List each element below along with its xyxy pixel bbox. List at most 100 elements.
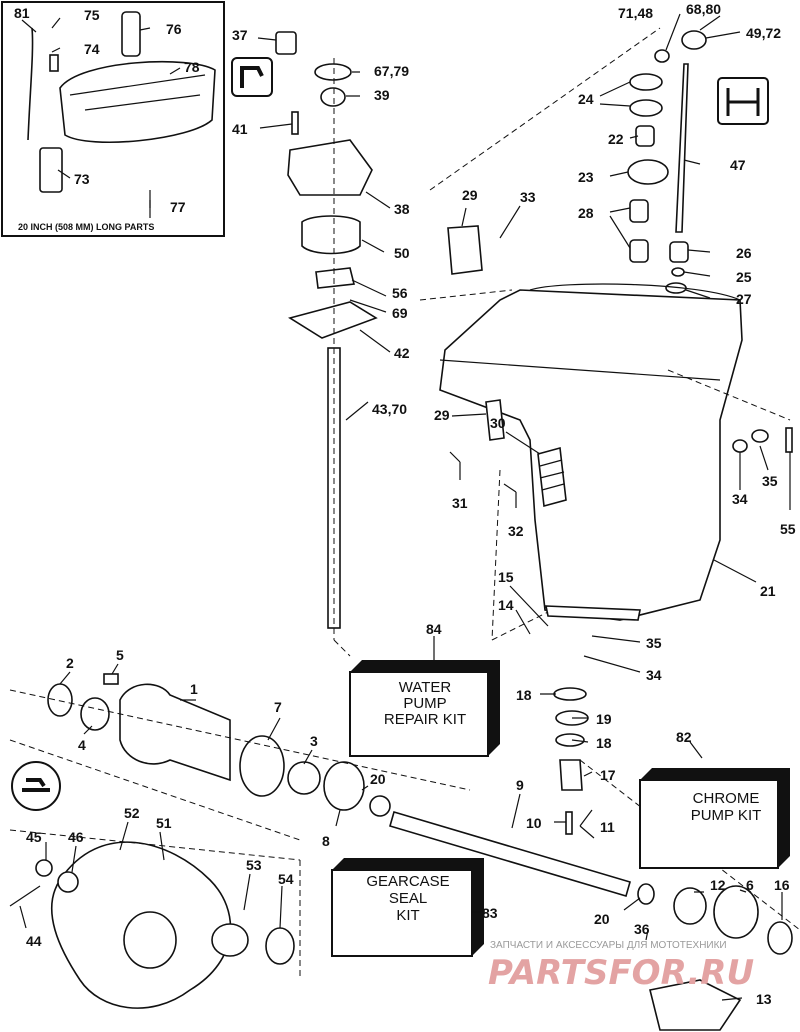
label-31: 31: [452, 495, 468, 511]
label-34-right: 34: [732, 491, 748, 507]
label-47: 47: [730, 157, 746, 173]
water-pump-kit-line-3: REPAIR KIT: [384, 711, 466, 728]
label-15: 15: [498, 569, 514, 585]
label-82: 82: [676, 729, 692, 745]
label-25: 25: [736, 269, 752, 285]
label-35-right: 35: [762, 473, 778, 489]
water-pump-kit-line-2: PUMP: [403, 695, 446, 712]
label-14: 14: [498, 597, 514, 613]
label-17: 17: [600, 767, 616, 783]
chrome-pump-kit-box: CHROME PUMP KIT: [639, 768, 790, 869]
watermark-caption: ЗАПЧАСТИ И АКСЕССУАРЫ ДЛЯ МОТОТЕХНИКИ: [490, 940, 727, 951]
label-18-bottom: 18: [596, 735, 612, 751]
label-4: 4: [78, 737, 86, 753]
seal-orientation-icon: [231, 57, 273, 97]
label-16: 16: [774, 877, 790, 893]
label-13: 13: [756, 991, 772, 1007]
label-76: 76: [166, 21, 182, 37]
label-77: 77: [170, 199, 186, 215]
chrome-pump-kit-line-2: PUMP KIT: [691, 807, 762, 824]
label-73: 73: [74, 171, 90, 187]
label-49-72: 49,72: [746, 25, 781, 41]
label-29-top: 29: [462, 187, 478, 203]
label-24: 24: [578, 91, 594, 107]
label-83: 83: [482, 905, 498, 921]
label-75: 75: [84, 7, 100, 23]
label-54: 54: [278, 871, 294, 887]
propeller-shaft-group: [9, 673, 631, 1009]
label-44: 44: [26, 933, 42, 949]
label-2: 2: [66, 655, 74, 671]
label-52: 52: [124, 805, 140, 821]
label-71-48: 71,48: [618, 5, 653, 21]
seal-orientation-icon-2: [11, 761, 61, 811]
label-37: 37: [232, 27, 248, 43]
callout-labels: 81 75 74 76 78 73 77 37 67,79 39 41 38 5…: [14, 1, 796, 1007]
gearcase-housing: [439, 225, 793, 621]
label-39: 39: [374, 87, 390, 103]
label-11: 11: [600, 819, 615, 835]
water-pump-kit-line-1: WATER: [399, 679, 452, 696]
label-68-80: 68,80: [686, 1, 721, 17]
label-8: 8: [322, 833, 330, 849]
gearcase-seal-kit-box: GEARCASE SEAL KIT: [331, 858, 484, 957]
label-10: 10: [526, 815, 542, 831]
label-38: 38: [394, 201, 410, 217]
label-5: 5: [116, 647, 124, 663]
label-7: 7: [274, 699, 282, 715]
label-84: 84: [426, 621, 442, 637]
label-6: 6: [746, 877, 754, 893]
label-43-70: 43,70: [372, 401, 407, 417]
gearcase-seal-kit-line-3: KIT: [396, 907, 419, 924]
label-1: 1: [190, 681, 198, 697]
label-55: 55: [780, 521, 796, 537]
label-32: 32: [508, 523, 524, 539]
label-42: 42: [394, 345, 410, 361]
label-41: 41: [232, 121, 248, 137]
watermark-brand: PARTSFOR.RU: [488, 953, 754, 993]
upper-bearing-stack: [627, 30, 769, 294]
label-20-lower: 20: [594, 911, 610, 927]
label-56: 56: [392, 285, 408, 301]
label-29-mid: 29: [434, 407, 450, 423]
label-81: 81: [14, 5, 30, 21]
label-35-lower: 35: [646, 635, 662, 651]
label-33: 33: [520, 189, 536, 205]
label-36: 36: [634, 921, 650, 937]
label-74: 74: [84, 41, 100, 57]
label-9: 9: [516, 777, 524, 793]
label-20-upper: 20: [370, 771, 386, 787]
label-3: 3: [310, 733, 318, 749]
label-19: 19: [596, 711, 612, 727]
label-67-79: 67,79: [374, 63, 409, 79]
label-30: 30: [490, 415, 506, 431]
label-51: 51: [156, 815, 172, 831]
chrome-pump-kit-line-1: CHROME: [693, 790, 760, 807]
label-26: 26: [736, 245, 752, 261]
gearcase-seal-kit-line-2: SEAL: [389, 890, 427, 907]
label-46: 46: [68, 829, 84, 845]
water-pump-group: [231, 31, 378, 629]
label-12: 12: [710, 877, 726, 893]
label-22: 22: [608, 131, 624, 147]
label-50: 50: [394, 245, 410, 261]
label-27: 27: [736, 291, 752, 307]
label-21: 21: [760, 583, 776, 599]
label-18-top: 18: [516, 687, 532, 703]
inset-note: 20 INCH (508 MM) LONG PARTS: [18, 222, 154, 232]
label-34-lower: 34: [646, 667, 662, 683]
label-69: 69: [392, 305, 408, 321]
inset-long-parts: 20 INCH (508 MM) LONG PARTS: [1, 1, 225, 237]
water-pump-kit-box: WATER PUMP REPAIR KIT: [349, 660, 500, 757]
label-53: 53: [246, 857, 262, 873]
leader-lines: [19, 13, 791, 1001]
label-23: 23: [578, 169, 594, 185]
watermark: ЗАПЧАСТИ И АКСЕССУАРЫ ДЛЯ МОТОТЕХНИКИ PA…: [488, 940, 754, 993]
label-78: 78: [184, 59, 200, 75]
label-45: 45: [26, 829, 42, 845]
gearcase-seal-kit-line-1: GEARCASE: [366, 873, 449, 890]
label-28: 28: [578, 205, 594, 221]
pinion-stack: [553, 687, 793, 1031]
